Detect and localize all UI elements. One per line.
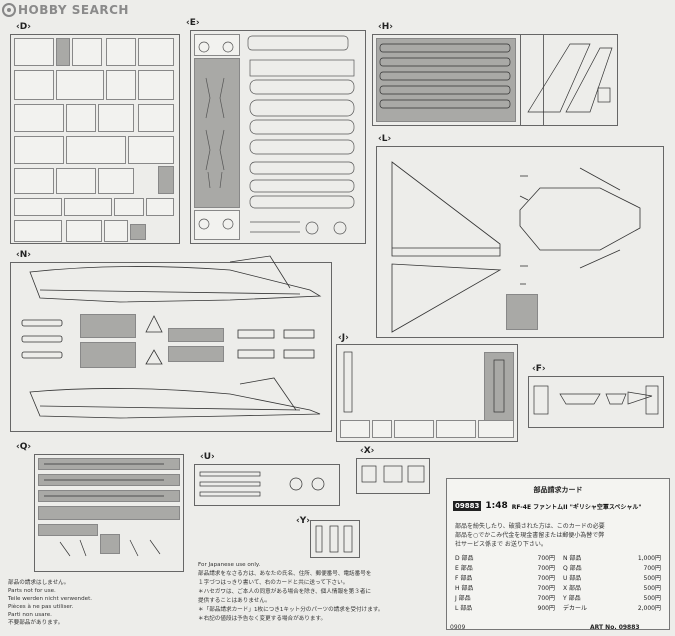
notice-line: Pièces à ne pas utiliser. bbox=[8, 604, 74, 610]
instruction-line: １字づつはっきり書いて、右のカードと共に送って下さい。 bbox=[198, 580, 349, 586]
order-desc-line: 社サービス係まで お送り下さい。 bbox=[455, 541, 547, 548]
sprue-h-frame-2 bbox=[520, 34, 618, 126]
sprue-l-frame bbox=[376, 146, 664, 338]
notice-line: Teile werden nicht verwendet. bbox=[8, 596, 93, 602]
sprue-e-frame bbox=[190, 30, 366, 244]
sprue-f-frame bbox=[528, 376, 664, 428]
sprue-d-label: ‹D› bbox=[16, 22, 31, 32]
notice-line: 部品の請求はしません。 bbox=[8, 580, 70, 586]
sprue-y-frame bbox=[310, 520, 360, 558]
order-card-title: 部品請求カード bbox=[533, 486, 583, 494]
sprue-l-label: ‹L› bbox=[378, 134, 392, 144]
order-card-header: 09883 1:48 RF-4E ファントムII "ギリシャ空軍スペシャル" bbox=[453, 499, 663, 513]
sprue-j-frame bbox=[336, 344, 518, 442]
notice-line: Parts not for use. bbox=[8, 588, 56, 594]
hobby-search-logo: HOBBY SEARCH bbox=[2, 2, 129, 18]
instruction-line: ＊「部品請求カード」1枚につき1キット分のパーツの請求を受付けます。 bbox=[198, 607, 384, 613]
notice-line: Parti non usare. bbox=[8, 612, 52, 618]
sprue-j-label: ‹J› bbox=[338, 333, 349, 343]
sprue-n-frame bbox=[10, 262, 332, 432]
sprue-q-label: ‹Q› bbox=[16, 442, 32, 452]
order-desc-line: 部品を紛失したり、破損された方は、このカードの必要 bbox=[455, 523, 605, 530]
product-name: RF-4E ファントムII "ギリシャ空軍スペシャル" bbox=[511, 503, 642, 511]
instruction-line: ＊ハセガワは、ご本人の同意がある場合を除き、個人情報を第３者に bbox=[198, 589, 372, 595]
sprue-f-label: ‹F› bbox=[532, 364, 546, 374]
sprue-e-label: ‹E› bbox=[186, 18, 200, 28]
sprue-h-label: ‹H› bbox=[378, 22, 393, 32]
instruction-en: For Japanese use only. bbox=[198, 562, 261, 568]
bottom-code: 0909 bbox=[450, 624, 466, 631]
sprue-q-frame bbox=[34, 454, 184, 572]
parts-order-card: 部品請求カード 09883 1:48 RF-4E ファントムII "ギリシャ空軍… bbox=[446, 478, 670, 630]
order-desc-line: 部品を○でかこみ代金を現金書留または郵便小為替で弊 bbox=[455, 532, 605, 539]
instruction-line: 部品請求をなさる方は、あなたの氏名、住所、郵便番号、電話番号を bbox=[198, 571, 372, 577]
instruction-line: 提供することはありません。 bbox=[198, 598, 271, 604]
instruction-line: ＊右記の値段は予告なく変更する場合があります。 bbox=[198, 616, 327, 622]
logo-icon bbox=[2, 3, 16, 17]
sprue-u-frame bbox=[194, 464, 340, 506]
product-code: 09883 bbox=[453, 501, 482, 511]
sprue-d-frame bbox=[10, 34, 180, 244]
product-scale: 1:48 bbox=[485, 501, 508, 511]
logo-text: HOBBY SEARCH bbox=[18, 3, 129, 17]
sprue-x-frame bbox=[356, 458, 430, 494]
sprue-x-label: ‹X› bbox=[360, 446, 375, 456]
sprue-n-label: ‹N› bbox=[16, 250, 31, 260]
art-number: ART No. 09883 bbox=[590, 624, 640, 631]
sprue-u-label: ‹U› bbox=[200, 452, 215, 462]
sprue-y-label: ‹Y› bbox=[296, 516, 310, 526]
notice-line: 不要部品があります。 bbox=[8, 620, 64, 626]
